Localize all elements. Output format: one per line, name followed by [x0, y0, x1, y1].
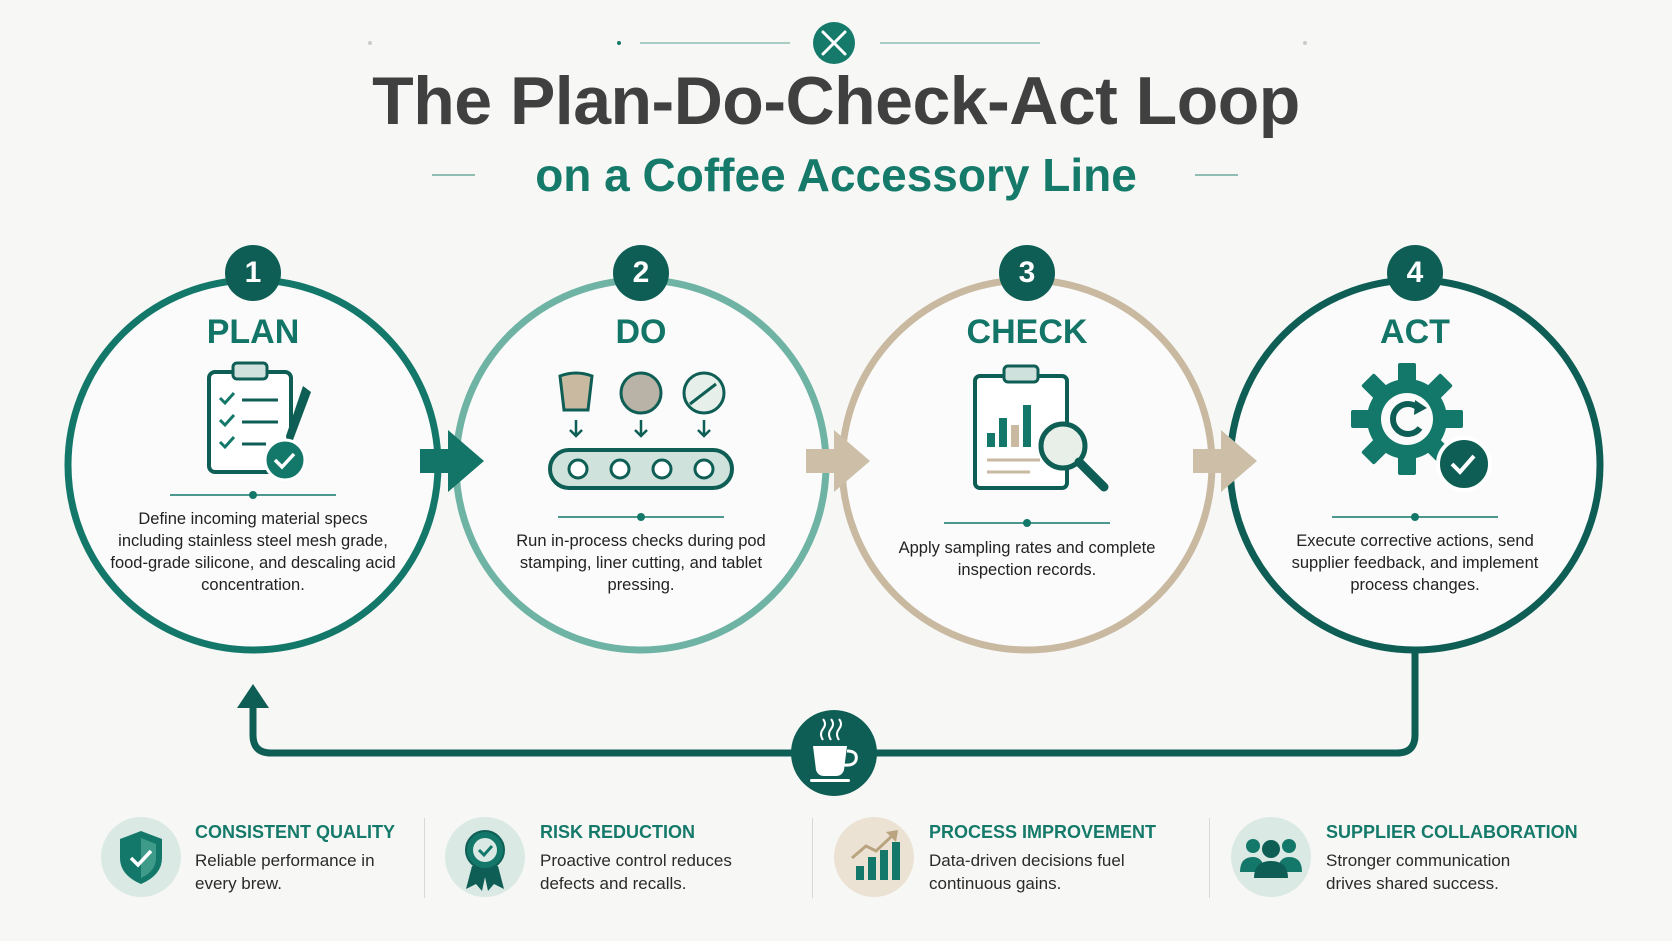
people-group-icon	[1231, 817, 1311, 897]
growth-chart-icon	[834, 817, 914, 897]
step-title-do: DO	[615, 313, 667, 351]
page-subtitle: on a Coffee Accessory Line	[535, 149, 1137, 201]
coffee-spoon-cross-icon	[813, 22, 855, 64]
step-title-plan: PLAN	[206, 313, 300, 351]
step-description-plan: Define incoming material specs including…	[110, 510, 396, 594]
step-number-do: 2	[613, 245, 669, 301]
step-description-check: Apply sampling rates and complete inspec…	[898, 539, 1156, 579]
page-title: The Plan-Do-Check-Act Loop	[372, 63, 1300, 139]
coffee-cup-icon	[791, 710, 877, 796]
benefit-title-process-improvement: PROCESS IMPROVEMENT	[929, 822, 1157, 842]
benefit-title-risk-reduction: RISK REDUCTION	[540, 822, 696, 842]
header-ornament	[368, 41, 1307, 45]
gear-refresh-icon	[1351, 363, 1492, 492]
benefit-description-consistent-quality: Reliable performance in every brew.	[195, 851, 375, 893]
step-number-act: 4	[1387, 245, 1443, 301]
do-divider	[558, 513, 724, 521]
benefit-divider	[812, 818, 813, 898]
benefit-title-supplier-collaboration: SUPPLIER COLLABORATION	[1326, 822, 1578, 842]
act-divider	[1332, 513, 1498, 521]
benefit-description-supplier-collaboration: Stronger communication drives shared suc…	[1326, 851, 1511, 893]
step-description-do: Run in-process checks during pod stampin…	[516, 532, 766, 594]
arrow-do-to-check	[806, 430, 870, 492]
conveyor-belt-icon	[548, 371, 734, 490]
award-ribbon-icon	[445, 817, 525, 897]
benefit-title-consistent-quality: CONSISTENT QUALITY	[195, 822, 396, 842]
shield-check-icon	[101, 817, 181, 897]
benefit-description-risk-reduction: Proactive control reduces defects and re…	[540, 851, 732, 893]
check-divider	[944, 519, 1110, 527]
step-title-act: ACT	[1380, 313, 1450, 351]
report-magnifier-icon	[973, 364, 1109, 492]
arrow-plan-to-do	[420, 430, 484, 492]
clipboard-checklist-icon	[207, 361, 311, 482]
step-number-check: 3	[999, 245, 1055, 301]
step-number-plan: 1	[225, 245, 281, 301]
plan-divider	[170, 491, 336, 499]
step-title-check: CHECK	[966, 313, 1088, 351]
benefit-description-process-improvement: Data-driven decisions fuel continuous ga…	[929, 851, 1125, 893]
step-description-act: Execute corrective actions, send supplie…	[1291, 532, 1539, 594]
arrow-check-to-act	[1193, 430, 1257, 492]
benefit-divider	[1209, 818, 1210, 898]
benefit-divider	[424, 818, 425, 898]
